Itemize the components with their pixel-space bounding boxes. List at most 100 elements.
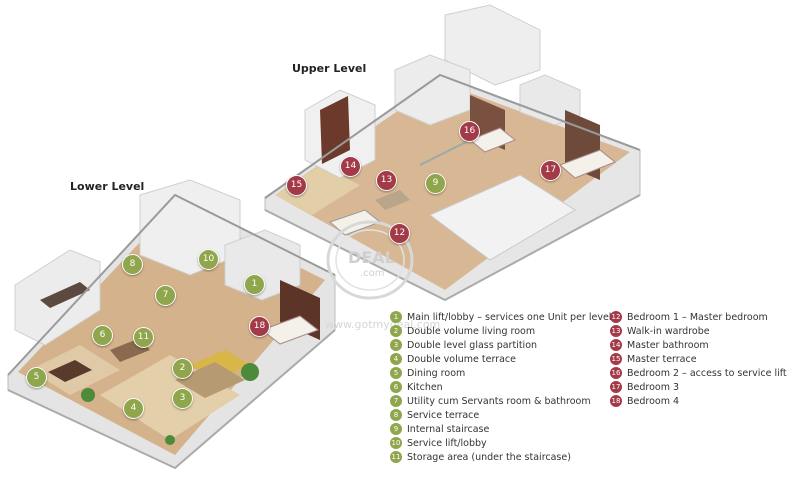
legend-item-13: 13 Walk-in wardrobe: [610, 324, 710, 338]
plant-3: [165, 435, 175, 445]
room-marker-8: 8: [122, 254, 143, 275]
legend-label-1: Main lift/lobby – services one Unit per …: [407, 311, 612, 323]
legend-badge-6: 6: [390, 381, 402, 393]
bed-lower: [260, 315, 320, 345]
legend-label-4: Double volume terrace: [407, 353, 516, 365]
room-marker-11: 11: [133, 327, 154, 348]
legend-label-6: Kitchen: [407, 381, 443, 393]
kitchen-counter: [40, 282, 90, 308]
upper-staircase: [375, 190, 410, 210]
room-marker-9: 9: [425, 173, 446, 194]
legend-badge-2: 2: [390, 325, 402, 337]
legend-label-9: Internal staircase: [407, 423, 490, 435]
living-rug: [175, 362, 245, 398]
legend-badge-13: 13: [610, 325, 622, 337]
legend-badge-11: 11: [390, 451, 402, 463]
legend-label-14: Master bathroom: [627, 339, 709, 351]
room-marker-13: 13: [376, 170, 397, 191]
legend-item-10: 10 Service lift/lobby: [390, 436, 487, 450]
wardrobe-panel: [320, 96, 350, 164]
upper-outer-wall: [264, 73, 641, 199]
legend-item-2: 2 Double volume living room: [390, 324, 535, 338]
legend-item-3: 3 Double level glass partition: [390, 338, 537, 352]
legend-item-18: 18 Bedroom 4: [610, 394, 679, 408]
legend-lower-level: 1 Main lift/lobby – services one Unit per…: [390, 310, 611, 470]
watermark-domain: .com: [360, 268, 385, 279]
legend-item-1: 1 Main lift/lobby – services one Unit per…: [390, 310, 611, 324]
legend-item-8: 8 Service terrace: [390, 408, 479, 422]
room-marker-17: 17: [540, 160, 561, 181]
room-marker-15: 15: [286, 175, 307, 196]
room-marker-12: 12: [389, 223, 410, 244]
upper-floor: [275, 82, 630, 290]
lower-front-wall: [7, 329, 336, 470]
room-marker-5: 5: [26, 367, 47, 388]
legend-badge-12: 12: [610, 311, 622, 323]
legend-upper-level: 12 Bedroom 1 – Master bedroom 13 Walk-in w…: [610, 310, 787, 410]
bed-upper-1: [559, 149, 616, 179]
legend-item-9: 9 Internal staircase: [390, 422, 489, 436]
room-marker-6: 6: [92, 325, 113, 346]
legend-item-16: 16 Bedroom 2 – access to service lift: [610, 366, 787, 380]
glass-partition: [419, 139, 471, 166]
legend-label-10: Service lift/lobby: [407, 437, 487, 449]
watermark-url: www.gotmydeal.com: [325, 318, 441, 331]
legend-badge-10: 10: [390, 437, 402, 449]
lower-right-deck: [429, 174, 576, 261]
legend-label-7: Utility cum Servants room & bathroom: [407, 395, 591, 407]
legend-item-17: 17 Bedroom 3: [610, 380, 679, 394]
room-marker-1: 1: [244, 274, 265, 295]
room-marker-2: 2: [172, 358, 193, 379]
upper-front-wall: [264, 194, 641, 302]
legend-badge-9: 9: [390, 423, 402, 435]
watermark-seal: [326, 220, 414, 300]
bed-upper-2: [469, 127, 516, 153]
legend-item-11: 11 Storage area (under the staircase): [390, 450, 571, 464]
upper-level-plan: [264, 4, 641, 302]
legend-label-17: Bedroom 3: [627, 381, 680, 393]
room-marker-10: 10: [198, 249, 219, 270]
room-marker-3: 3: [172, 388, 193, 409]
legend-badge-16: 16: [610, 367, 622, 379]
legend-badge-17: 17: [610, 381, 622, 393]
legend-label-3: Double level glass partition: [407, 339, 538, 351]
legend-item-4: 4 Double volume terrace: [390, 352, 516, 366]
legend-label-11: Storage area (under the staircase): [407, 451, 571, 463]
legend-item-14: 14 Master bathroom: [610, 338, 709, 352]
lower-outer-wall: [7, 193, 336, 376]
legend-label-15: Master terrace: [627, 353, 697, 365]
room-marker-14: 14: [340, 156, 361, 177]
legend-label-8: Service terrace: [407, 409, 480, 421]
upper-level-title: Upper Level: [292, 62, 367, 75]
legend-item-12: 12 Bedroom 1 – Master bedroom: [610, 310, 768, 324]
lower-level-title: Lower Level: [70, 180, 145, 193]
legend-item-5: 5 Dining room: [390, 366, 465, 380]
legend-badge-4: 4: [390, 353, 402, 365]
room-marker-16: 16: [459, 121, 480, 142]
legend-label-16: Bedroom 2 – access to service lift: [627, 367, 787, 379]
legend-badge-3: 3: [390, 339, 402, 351]
room-marker-4: 4: [123, 398, 144, 419]
floor-plan-diagram: DEAL .com www.gotmydeal.com Upper Level …: [7, 4, 787, 470]
legend-label-2: Double volume living room: [407, 325, 536, 337]
legend-label-5: Dining room: [407, 367, 466, 379]
legend-badge-8: 8: [390, 409, 402, 421]
legend-badge-14: 14: [610, 339, 622, 351]
legend-badge-15: 15: [610, 353, 622, 365]
legend-badge-5: 5: [390, 367, 402, 379]
legend-badge-1: 1: [390, 311, 402, 323]
legend-label-13: Walk-in wardrobe: [627, 325, 710, 337]
plant-1: [241, 363, 259, 381]
room-marker-18: 18: [249, 316, 270, 337]
room-marker-7: 7: [155, 285, 176, 306]
watermark-brand: DEAL: [348, 248, 395, 267]
legend-item-7: 7 Utility cum Servants room & bathroom: [390, 394, 591, 408]
legend-badge-7: 7: [390, 395, 402, 407]
legend-item-15: 15 Master terrace: [610, 352, 697, 366]
wall-block-b: [444, 4, 541, 86]
dining-table: [48, 360, 92, 382]
legend-badge-18: 18: [610, 395, 622, 407]
plant-2: [81, 388, 95, 402]
legend-label-18: Bedroom 4: [627, 395, 680, 407]
legend-label-12: Bedroom 1 – Master bedroom: [627, 311, 768, 323]
